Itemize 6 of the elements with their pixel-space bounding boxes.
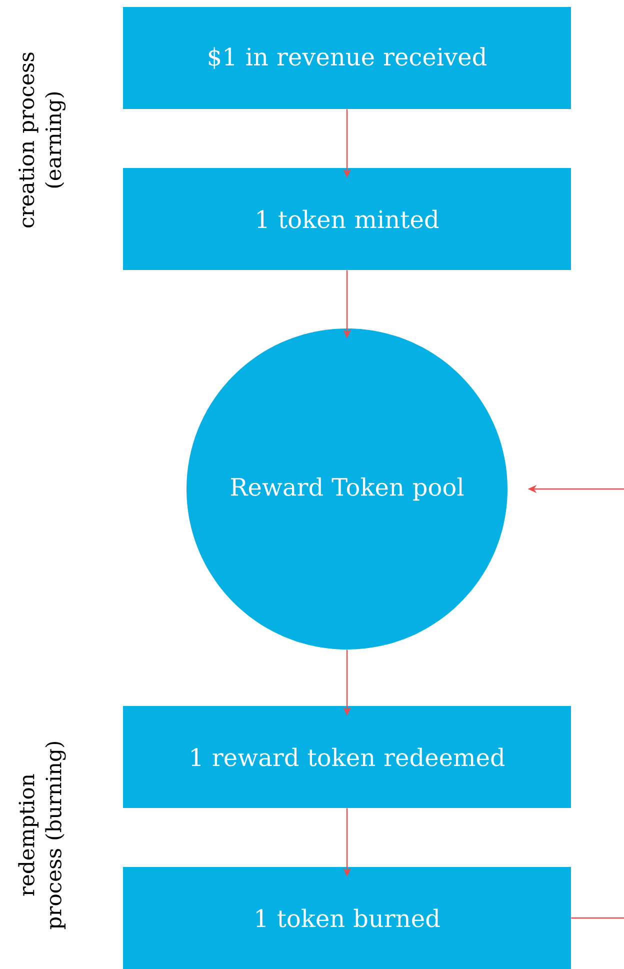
process-label: redemption process (burning): [18, 742, 66, 930]
process-label: creation process (earning): [18, 52, 66, 228]
process-box: 1 token burned: [123, 867, 571, 969]
process-box: 1 reward token redeemed: [123, 706, 571, 808]
process-box: 1 token minted: [123, 168, 571, 270]
process-box: $1 in revenue received: [123, 7, 571, 109]
